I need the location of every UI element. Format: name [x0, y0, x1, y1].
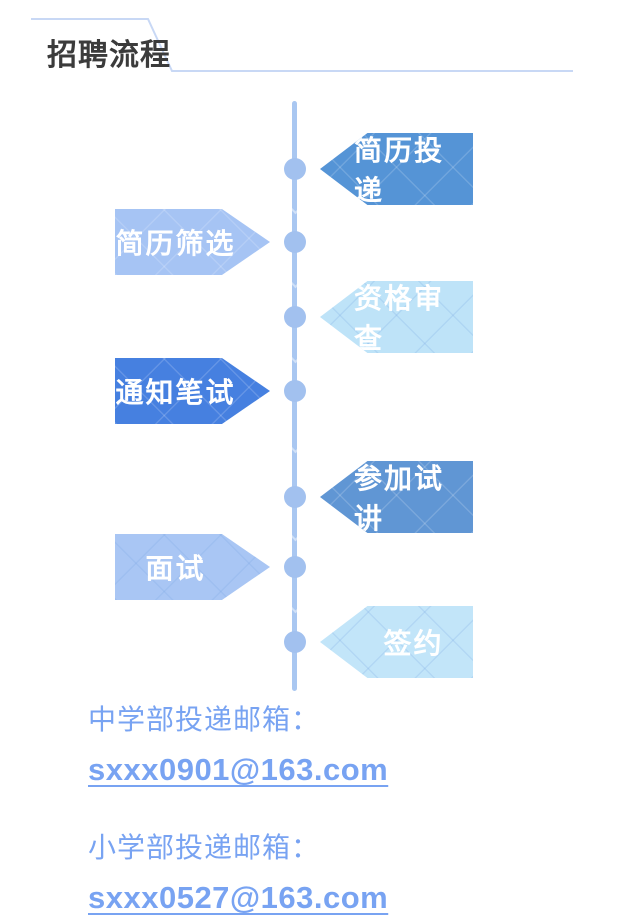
step-resume-screening: 简历筛选	[115, 209, 270, 275]
timeline-dot	[284, 486, 306, 508]
flow-chevron-icon	[287, 525, 304, 542]
primary-school-email-label: 小学部投递邮箱：	[88, 832, 321, 863]
header-decoration-line	[31, 18, 573, 72]
step-signing: 签约	[320, 606, 473, 678]
primary-school-email-link[interactable]: sxxx0527@163.com	[88, 880, 389, 915]
timeline-dot	[284, 231, 306, 253]
step-label: 通知笔试	[115, 377, 236, 408]
timeline-dot	[284, 306, 306, 328]
step-label: 简历筛选	[115, 228, 236, 259]
timeline-dot	[284, 631, 306, 653]
step-label: 简历投递	[354, 135, 445, 206]
timeline-dot	[284, 158, 306, 180]
flow-chevron-icon	[287, 198, 304, 215]
middle-school-email-label: 中学部投递邮箱：	[88, 704, 321, 735]
step-label: 参加试讲	[354, 463, 445, 534]
step-label: 面试	[145, 553, 206, 584]
flow-chevron-icon	[287, 437, 304, 454]
page-title: 招聘流程	[47, 39, 171, 72]
spacer	[88, 788, 388, 826]
flow-chevron-icon	[287, 272, 304, 289]
timeline-dot	[284, 556, 306, 578]
contact-section: 中学部投递邮箱： sxxx0901@163.com 小学部投递邮箱： sxxx0…	[88, 698, 388, 916]
step-trial-lecture: 参加试讲	[320, 461, 473, 533]
step-qualification-review: 资格审查	[320, 281, 473, 353]
step-label: 签约	[383, 628, 444, 659]
flow-chevron-icon	[287, 597, 304, 614]
step-interview: 面试	[115, 534, 270, 600]
step-resume-submission: 简历投递	[320, 133, 473, 205]
step-written-test-notice: 通知笔试	[115, 358, 270, 424]
timeline-dot	[284, 380, 306, 402]
step-label: 资格审查	[354, 283, 445, 354]
flow-chevron-icon	[287, 347, 304, 364]
middle-school-email-link[interactable]: sxxx0901@163.com	[88, 752, 389, 787]
